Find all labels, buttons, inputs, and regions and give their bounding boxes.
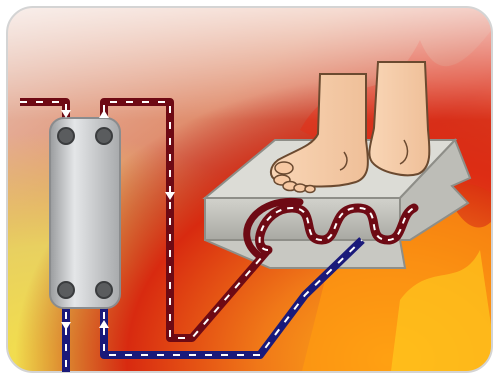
port-cold-out [58, 282, 74, 298]
right-foot [369, 62, 429, 175]
port-hot-out [96, 128, 112, 144]
heat-exchanger [50, 118, 120, 308]
port-cold-in [96, 282, 112, 298]
port-hot-in [58, 128, 74, 144]
